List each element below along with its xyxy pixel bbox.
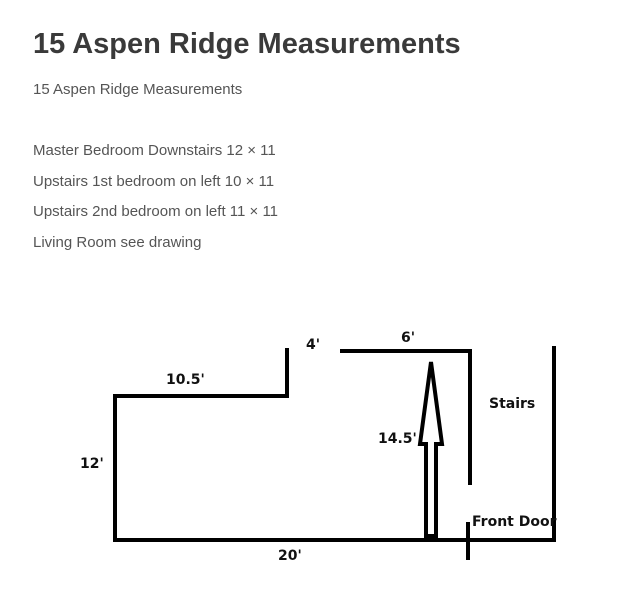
label-stairs: Stairs	[489, 396, 535, 412]
page-title: 15 Aspen Ridge Measurements	[33, 28, 461, 60]
label-top-wall: 6'	[401, 330, 415, 346]
depth-arrow	[417, 361, 445, 538]
measurement-upstairs-bedroom-1: Upstairs 1st bedroom on left 10 × 11	[33, 173, 275, 190]
page-subtitle: 15 Aspen Ridge Measurements	[33, 81, 243, 98]
measurement-master-bedroom: Master Bedroom Downstairs 12 × 11	[33, 142, 276, 159]
label-left-wall: 12'	[80, 456, 104, 472]
label-bottom-wall: 20'	[278, 548, 302, 564]
measurement-upstairs-bedroom-2: Upstairs 2nd bedroom on left 11 × 11	[33, 203, 279, 220]
label-left-top-wall: 10.5'	[166, 372, 205, 388]
measurement-living-room: Living Room see drawing	[33, 234, 202, 251]
label-front-door: Front Door	[472, 514, 557, 530]
label-depth-arrow: 14.5'	[378, 431, 417, 447]
label-notch-gap: 4'	[306, 337, 320, 353]
